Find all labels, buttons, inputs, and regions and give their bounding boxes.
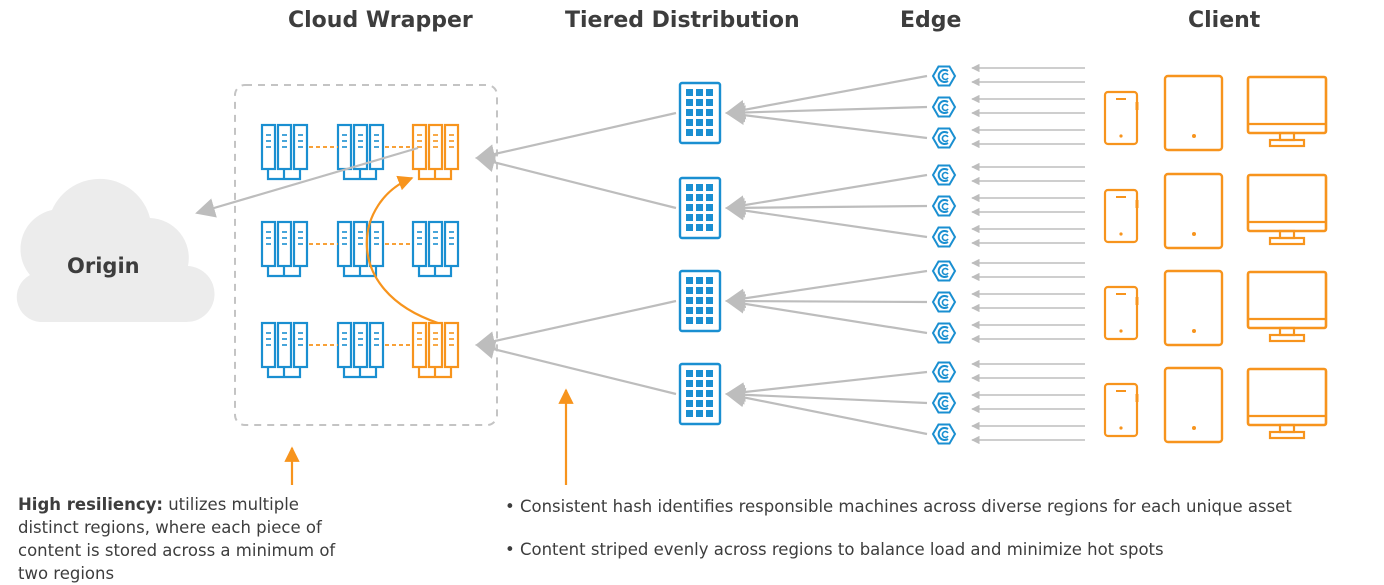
- hexagon-edge-icon: [931, 226, 957, 248]
- hexagon-edge-icon: [931, 291, 957, 313]
- hexagon-edge-icon: [931, 260, 957, 282]
- hexagon-edge-icon: [931, 392, 957, 414]
- phone-icon: [1103, 285, 1139, 341]
- server-rack-icon: [260, 220, 309, 278]
- bullet-consistent-hash: • Consistent hash identifies responsible…: [505, 497, 1292, 516]
- edge-to-tier-arrow: [725, 370, 928, 402]
- phone-icon: [1103, 382, 1139, 438]
- cloud-icon: [16, 178, 215, 323]
- tier-to-wrapper-arrow: [475, 339, 677, 396]
- edge-to-tier-arrow: [725, 384, 928, 405]
- hexagon-edge-icon: [931, 164, 957, 186]
- grid-server-icon: [678, 362, 722, 426]
- resiliency-note: High resiliency: utilizes multiple disti…: [18, 493, 348, 585]
- hexagon-edge-icon: [931, 361, 957, 383]
- server-rack-icon: [411, 321, 460, 379]
- header-edge: Edge: [900, 8, 962, 33]
- replication-arrow: [365, 175, 439, 325]
- hexagon-edge-icon: [931, 65, 957, 87]
- bullet-content-striped: • Content striped evenly across regions …: [505, 540, 1164, 559]
- edge-to-tier-arrow: [725, 294, 928, 335]
- hexagon-edge-icon: [931, 195, 957, 217]
- hexagon-edge-icon: [931, 96, 957, 118]
- diagram-canvas: [16, 63, 1328, 485]
- server-rack-icon: [336, 123, 385, 181]
- edge-to-tier-arrow: [725, 74, 928, 120]
- monitor-icon: [1246, 367, 1328, 440]
- tablet-icon: [1163, 366, 1224, 444]
- architecture-diagram: Cloud Wrapper Tiered Distribution Edge C…: [16, 8, 1328, 583]
- monitor-icon: [1246, 173, 1328, 246]
- tier-to-wrapper-arrow: [475, 299, 677, 351]
- edge-to-tier-arrow: [725, 102, 928, 123]
- grid-server-icon: [678, 81, 722, 145]
- monitor-icon: [1246, 75, 1328, 148]
- server-rack-icon: [411, 220, 460, 278]
- header-cloud-wrapper: Cloud Wrapper: [288, 8, 473, 33]
- origin-label: Origin: [67, 254, 140, 278]
- hexagon-edge-icon: [931, 423, 957, 445]
- edge-to-tier-arrow: [725, 200, 928, 239]
- edge-to-tier-arrow: [725, 387, 928, 436]
- tablet-icon: [1163, 172, 1224, 250]
- grid-server-icon: [678, 176, 722, 240]
- tier-to-wrapper-arrow: [475, 111, 677, 164]
- server-rack-icon: [336, 220, 385, 278]
- cloud-wrapper-boundary: [234, 84, 498, 426]
- phone-icon: [1103, 188, 1139, 244]
- server-rack-icon: [336, 321, 385, 379]
- header-tiered-distribution: Tiered Distribution: [565, 8, 800, 33]
- server-rack-icon: [260, 123, 309, 181]
- tier-to-wrapper-arrow: [475, 152, 677, 210]
- edge-to-tier-arrow: [725, 291, 928, 311]
- edge-to-tier-arrow: [725, 105, 928, 140]
- hexagon-edge-icon: [931, 322, 957, 344]
- edge-to-tier-arrow: [725, 197, 928, 218]
- header-client: Client: [1188, 8, 1261, 33]
- origin-arrow: [195, 146, 419, 218]
- hexagon-edge-icon: [931, 127, 957, 149]
- edge-to-tier-arrow: [725, 269, 928, 309]
- server-rack-icon: [411, 123, 460, 181]
- phone-icon: [1103, 90, 1139, 146]
- edge-to-tier-arrow: [725, 173, 928, 215]
- server-rack-icon: [260, 321, 309, 379]
- resiliency-title: High resiliency:: [18, 495, 163, 514]
- tablet-icon: [1163, 74, 1224, 152]
- tablet-icon: [1163, 269, 1224, 347]
- monitor-icon: [1246, 270, 1328, 343]
- grid-server-icon: [678, 269, 722, 333]
